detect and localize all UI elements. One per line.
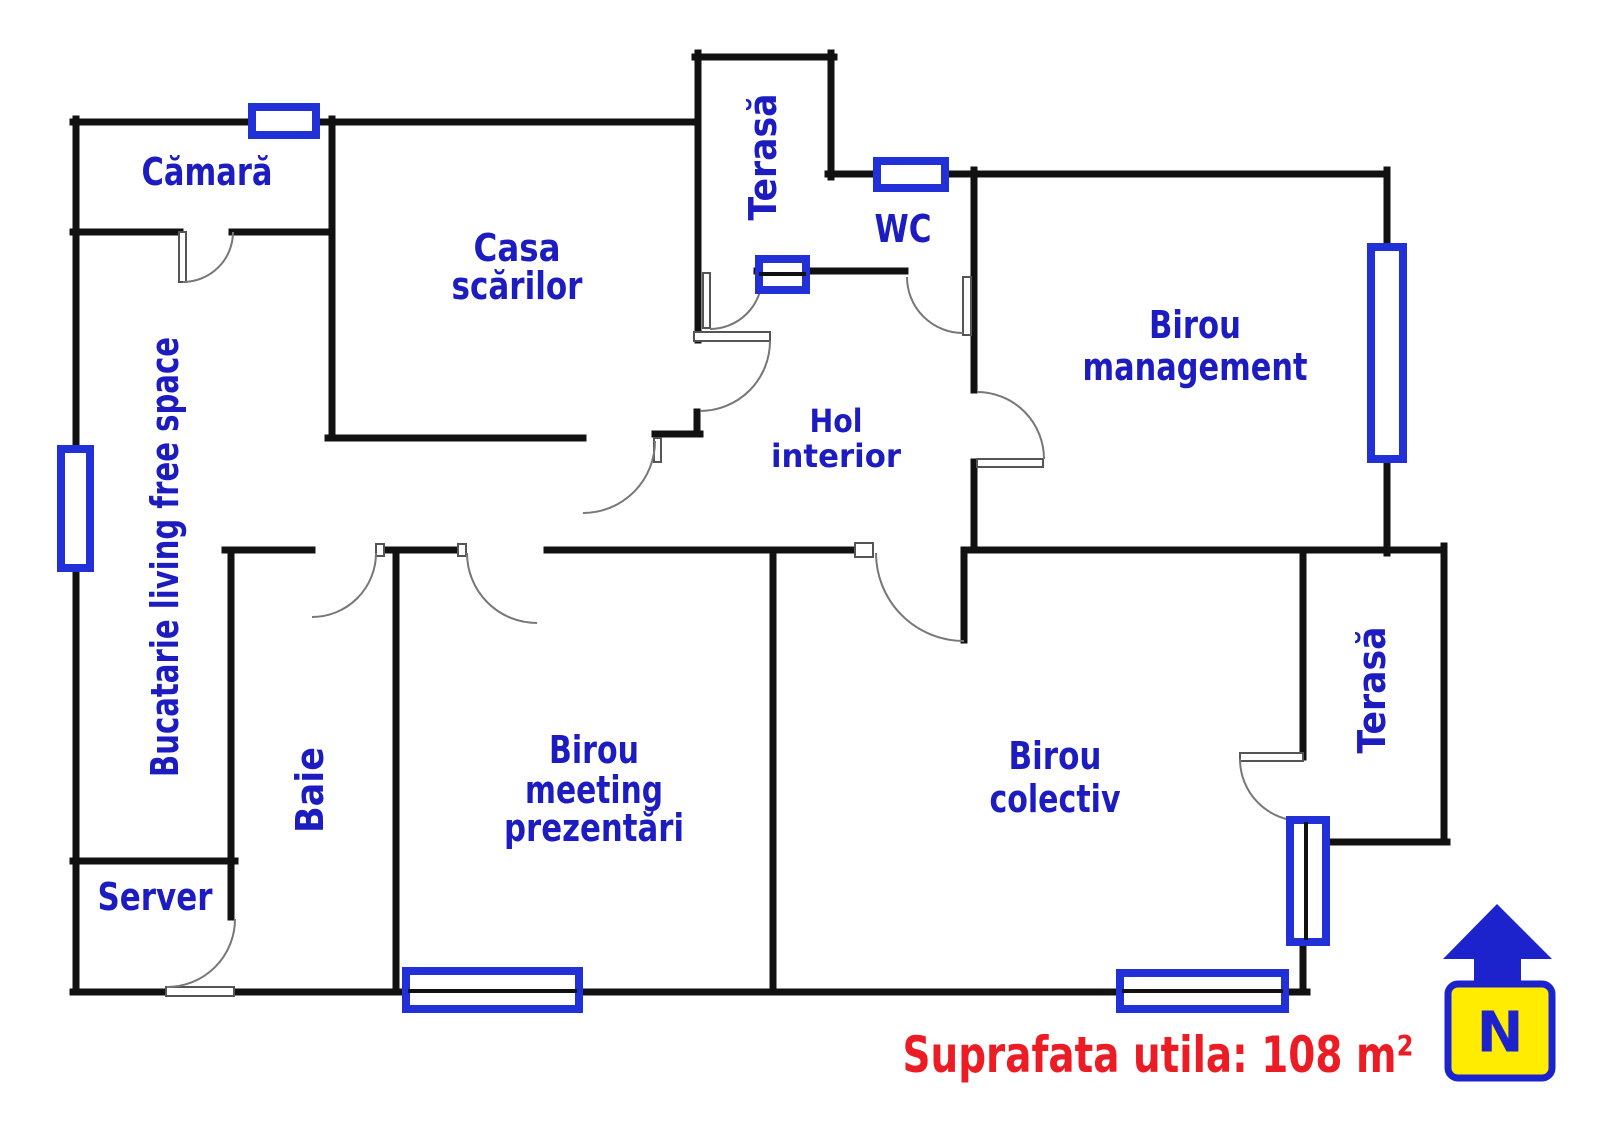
door-leaf-terasa-right: [1239, 752, 1304, 762]
label-casa-scarilor-line2: scărilor: [452, 264, 583, 308]
door-leaf-terasa-top: [702, 272, 711, 329]
label-birou-meeting-line1: Birou: [549, 728, 639, 772]
door-arc-birou-meeting: [466, 552, 538, 624]
label-birou-meeting-line3: prezentări: [504, 806, 684, 850]
label-birou-management-line1: Birou: [1149, 303, 1241, 347]
label-birou-colectiv-line2: colectiv: [990, 777, 1121, 821]
north-arrow-icon: [1443, 904, 1552, 990]
door-jamb-meeting: [457, 543, 467, 557]
door-jamb-colectiv: [854, 542, 874, 558]
label-terasa-right: Terasă: [1350, 627, 1394, 754]
door-arc-casa-scarilor: [582, 440, 656, 514]
door-arc-camara: [182, 231, 234, 283]
north-compass: N: [1443, 904, 1556, 1082]
window-camara: [248, 103, 320, 139]
door-leaf-birou-management: [976, 458, 1044, 468]
compass-box: [1444, 980, 1556, 1082]
area-annotation: Suprafata utila: 108 m²: [903, 1026, 1414, 1084]
label-server: Server: [98, 875, 213, 919]
window-wc: [873, 157, 949, 192]
label-terasa-top: Terasă: [741, 94, 785, 221]
window-terasa-right: [1286, 816, 1330, 946]
label-hol-line2: interior: [771, 437, 901, 475]
threshold-vestibule: [693, 331, 771, 342]
compass-letter: N: [1477, 1001, 1524, 1066]
door-jamb-baie: [375, 543, 385, 557]
door-arc-birou-colectiv: [875, 552, 965, 642]
label-bucatarie: Bucatarie living free space: [143, 337, 187, 777]
label-birou-colectiv-line1: Birou: [1009, 734, 1102, 778]
door-arc-terasa-top: [709, 276, 763, 330]
door-arc-birou-management: [976, 391, 1045, 460]
door-arc-vestibule-hol: [699, 340, 771, 412]
door-leaf-wc: [962, 276, 972, 336]
door-frames: [165, 231, 1304, 997]
walls: [69, 49, 1451, 996]
window-bucatarie: [57, 445, 94, 572]
window-birou-management: [1367, 243, 1407, 463]
door-arc-terasa-right: [1239, 758, 1303, 822]
label-wc: WC: [875, 207, 932, 251]
label-hol-line1: Hol: [810, 402, 863, 440]
label-casa-scarilor-line1: Casa: [474, 226, 561, 270]
windows: [57, 103, 1407, 1013]
label-birou-management-line2: management: [1083, 345, 1308, 389]
door-arc-wc: [906, 276, 964, 334]
label-baie: Baie: [288, 747, 332, 833]
room-labels: Cămară Casa scărilor Terasă WC Birou man…: [98, 94, 1395, 920]
label-birou-meeting-line2: meeting: [525, 768, 663, 812]
door-arc-baie: [311, 552, 377, 618]
label-camara: Cămară: [142, 150, 273, 194]
door-leaf-camara: [178, 231, 187, 283]
threshold-server: [165, 986, 235, 997]
door-arc-server: [166, 918, 236, 988]
